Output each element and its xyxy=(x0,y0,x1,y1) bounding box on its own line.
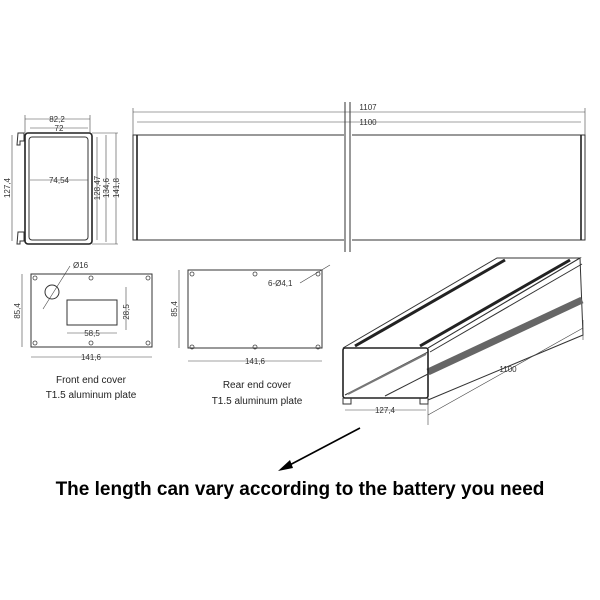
dim-127-4-iso: 127,4 xyxy=(375,406,396,415)
side-view: 1107 1100 xyxy=(132,100,586,255)
caption: The length can vary according to the bat… xyxy=(56,479,545,500)
dim-72: 72 xyxy=(55,124,64,133)
dim-82-2: 82,2 xyxy=(49,115,65,124)
rear-cover-material: T1.5 aluminum plate xyxy=(212,396,303,407)
dim-85-4-rear: 85,4 xyxy=(170,301,179,317)
dim-134-6: 134,6 xyxy=(102,177,111,198)
dim-74-54: 74,54 xyxy=(49,176,70,185)
dim-141-6-front: 141,6 xyxy=(81,353,102,362)
isometric-view: 127,4 1100 xyxy=(342,257,584,425)
front-cover-material: T1.5 aluminum plate xyxy=(46,390,137,401)
dim-28-5: 28,5 xyxy=(122,304,131,320)
dim-141-8: 141,8 xyxy=(112,177,121,198)
dim-128-47: 128,47 xyxy=(93,175,102,200)
dim-hole-16: Ø16 xyxy=(73,261,89,270)
dim-58-5: 58,5 xyxy=(84,329,100,338)
front-end-cover: Ø16 28,5 58,5 85,4 141,6 Front end cover… xyxy=(13,261,153,401)
dim-1100-iso: 1100 xyxy=(499,365,517,374)
arrow-icon xyxy=(278,427,361,471)
profile-section: 82,2 72 74,54 127,4 128,47 134,6 141,8 xyxy=(3,115,121,245)
front-cover-caption: Front end cover xyxy=(56,375,127,386)
dim-1100: 1100 xyxy=(359,118,377,127)
rear-cover-caption: Rear end cover xyxy=(223,380,292,391)
dim-127-4: 127,4 xyxy=(3,177,12,198)
rear-end-cover: 6-Ø4,1 85,4 141,6 Rear end cover T1.5 al… xyxy=(170,264,331,407)
dim-141-6-rear: 141,6 xyxy=(245,357,266,366)
dim-85-4-front: 85,4 xyxy=(13,303,22,319)
dim-holes: 6-Ø4,1 xyxy=(268,279,293,288)
dim-1107: 1107 xyxy=(359,103,377,112)
